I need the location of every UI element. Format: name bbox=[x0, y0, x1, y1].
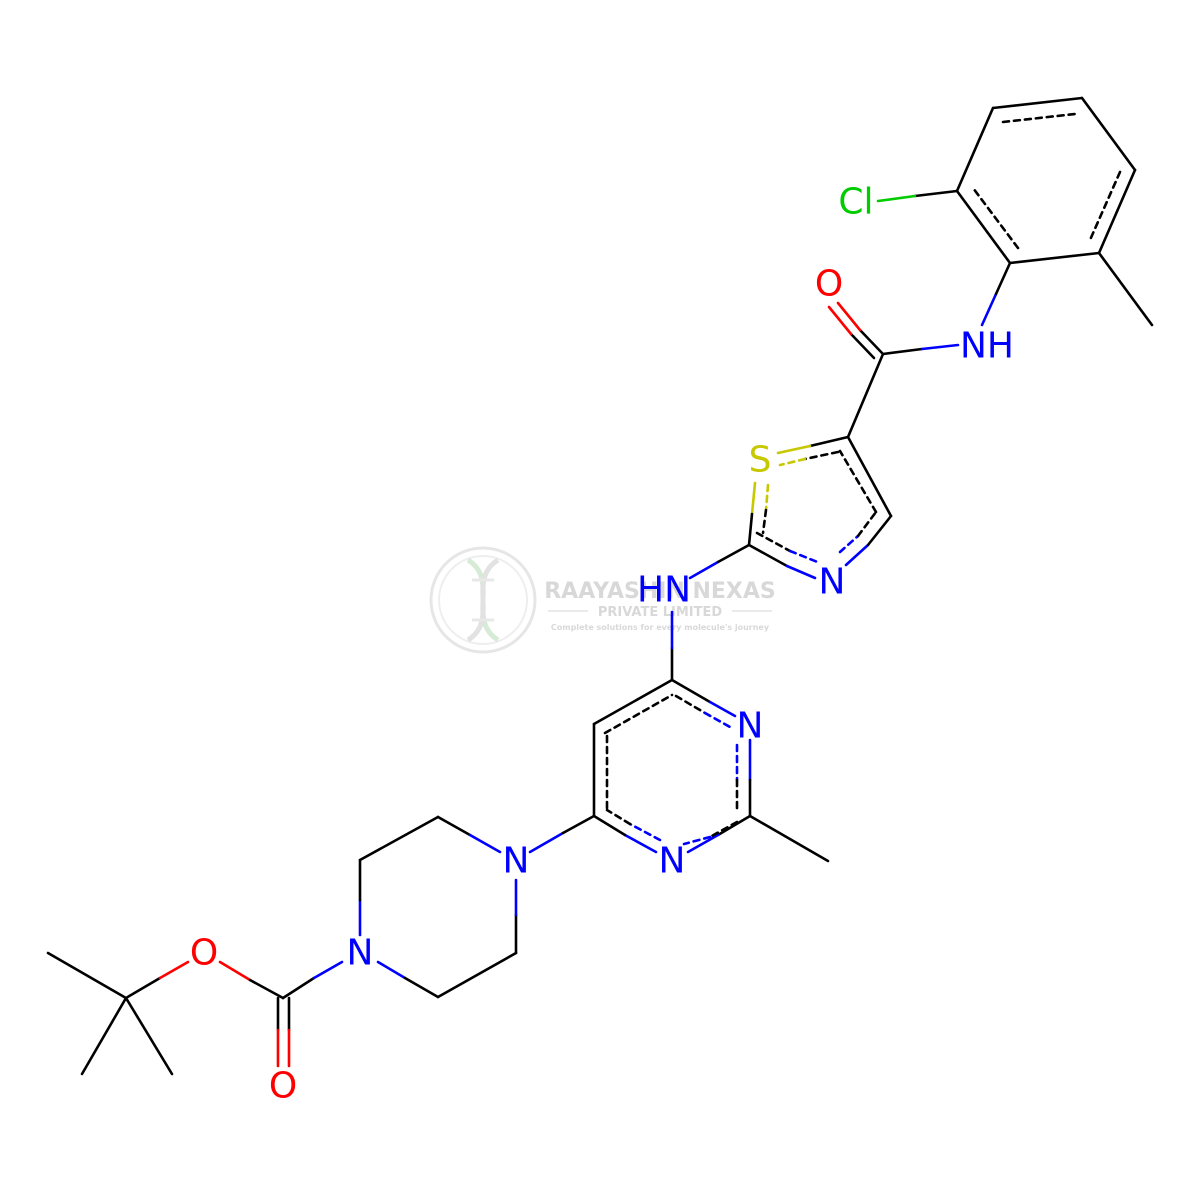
bond bbox=[836, 301, 862, 332]
bond bbox=[1080, 96, 1137, 172]
oxygen-atom-amide: O bbox=[815, 264, 843, 305]
bond bbox=[750, 481, 757, 516]
bond bbox=[703, 711, 732, 729]
bond bbox=[708, 820, 739, 839]
atom-labels: O O N N N N HN N S O NH Cl bbox=[190, 182, 1014, 1107]
bond bbox=[1088, 170, 1122, 242]
bond bbox=[376, 960, 407, 980]
bond bbox=[747, 543, 789, 568]
bonds bbox=[46, 96, 1154, 1076]
bond bbox=[776, 444, 812, 455]
bond bbox=[846, 352, 885, 439]
bond bbox=[592, 678, 674, 726]
bond bbox=[849, 332, 876, 360]
bond bbox=[764, 483, 770, 512]
watermark-tagline: Complete solutions for every molecule's … bbox=[551, 623, 770, 632]
bond bbox=[218, 960, 252, 982]
bond bbox=[528, 831, 565, 854]
bond bbox=[838, 534, 860, 554]
bond bbox=[628, 822, 662, 842]
nitrogen-atom-pyrimidine-top: N bbox=[737, 706, 764, 747]
bond bbox=[281, 976, 316, 1000]
nitrogen-atom-piperazine-aryl: N bbox=[503, 841, 530, 882]
bond bbox=[436, 951, 518, 999]
oxygen-atom-ester: O bbox=[190, 933, 218, 974]
bond bbox=[980, 292, 998, 327]
oxygen-atom-boc-carbonyl: O bbox=[269, 1066, 297, 1107]
bond bbox=[856, 510, 878, 538]
bond bbox=[913, 189, 959, 198]
bond bbox=[603, 693, 674, 735]
bond bbox=[788, 549, 822, 565]
bond bbox=[358, 815, 440, 862]
bond bbox=[688, 560, 720, 580]
bond bbox=[561, 814, 596, 835]
bond bbox=[866, 514, 893, 547]
bond bbox=[80, 996, 128, 1076]
bond bbox=[838, 449, 878, 514]
bond bbox=[747, 512, 754, 547]
bond bbox=[670, 678, 712, 704]
bond bbox=[994, 261, 1012, 296]
bond bbox=[778, 457, 807, 467]
bond bbox=[785, 564, 817, 580]
bond bbox=[592, 814, 627, 837]
bond bbox=[920, 343, 960, 351]
bond bbox=[158, 960, 190, 980]
bond bbox=[403, 976, 440, 999]
bond bbox=[1008, 251, 1101, 265]
amide-nh-label: NH bbox=[960, 326, 1014, 367]
bond bbox=[623, 833, 658, 854]
bond bbox=[468, 833, 502, 854]
chlorine-atom: Cl bbox=[838, 182, 873, 223]
bond bbox=[436, 815, 472, 837]
bond bbox=[1097, 168, 1137, 255]
bond bbox=[1097, 251, 1154, 327]
nitrogen-atom-pyrimidine-bottom: N bbox=[659, 841, 686, 882]
bond bbox=[124, 976, 162, 1000]
bond bbox=[955, 189, 1012, 265]
bond bbox=[955, 106, 995, 193]
watermark: RAAYASHIN NEXAS PRIVATE LIMITED Complete… bbox=[429, 546, 776, 654]
bond bbox=[844, 543, 870, 567]
bond bbox=[827, 305, 853, 336]
bond bbox=[674, 694, 707, 715]
amine-linker-label: HN bbox=[637, 570, 691, 611]
bond bbox=[312, 960, 344, 980]
bond bbox=[124, 996, 174, 1076]
bond bbox=[605, 808, 632, 826]
nitrogen-atom-thiazole: N bbox=[819, 562, 846, 603]
bond bbox=[716, 814, 752, 837]
bond bbox=[991, 96, 1084, 110]
bond bbox=[881, 347, 924, 356]
bond bbox=[708, 700, 737, 718]
bond bbox=[682, 835, 712, 846]
dna-helix-logo-icon bbox=[429, 546, 537, 654]
bond bbox=[1001, 112, 1077, 124]
bond bbox=[748, 814, 830, 863]
bond bbox=[971, 186, 1020, 250]
bond bbox=[858, 328, 885, 356]
watermark-line2: PRIVATE LIMITED bbox=[598, 605, 723, 620]
bond bbox=[686, 833, 720, 854]
bond bbox=[803, 450, 840, 461]
sulfur-atom-thiazole: S bbox=[749, 440, 772, 481]
bond bbox=[808, 435, 850, 448]
bond bbox=[846, 435, 893, 518]
watermark-brand: RAAYASHIN NEXAS bbox=[544, 579, 776, 604]
bond bbox=[876, 194, 917, 203]
bond bbox=[46, 951, 128, 1000]
bond bbox=[755, 531, 792, 553]
bond bbox=[761, 508, 768, 535]
nitrogen-atom-piperazine-boc: N bbox=[347, 933, 374, 974]
bond bbox=[716, 543, 751, 564]
bond bbox=[248, 978, 285, 1000]
